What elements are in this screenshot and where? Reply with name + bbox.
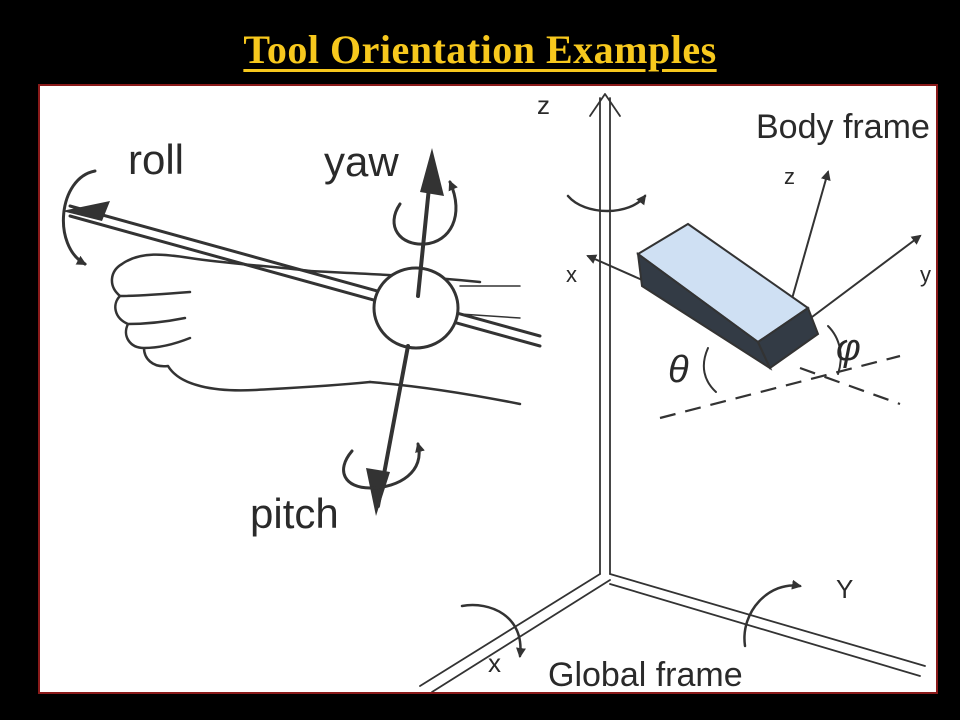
body-x-label: x bbox=[566, 262, 577, 287]
body-frame-label: Body frame bbox=[756, 108, 930, 146]
hand-illustration bbox=[68, 204, 542, 406]
global-frame-axes bbox=[419, 93, 926, 692]
roll-label: roll bbox=[128, 136, 184, 183]
orientation-diagram: roll yaw pitch z x Y Global frame bbox=[61, 90, 931, 694]
theta-label: θ bbox=[668, 349, 689, 391]
slide-title: Tool Orientation Examples bbox=[243, 27, 717, 72]
global-x-label: x bbox=[488, 648, 501, 678]
body-y-label: y bbox=[920, 262, 931, 287]
pitch-rotation-arrow bbox=[342, 344, 425, 516]
body-block bbox=[636, 222, 820, 371]
body-z-label: z bbox=[784, 164, 795, 189]
pitch-label: pitch bbox=[250, 490, 339, 537]
yaw-rotation-arrow bbox=[392, 148, 458, 298]
global-z-label: z bbox=[537, 90, 550, 120]
phi-label: φ bbox=[836, 327, 861, 369]
yaw-label: yaw bbox=[324, 138, 399, 185]
global-y-label: Y bbox=[836, 574, 853, 604]
global-frame-label: Global frame bbox=[548, 656, 743, 694]
figure-panel: roll yaw pitch z x Y Global frame bbox=[38, 84, 938, 694]
roll-rotation-arrow bbox=[61, 169, 110, 266]
